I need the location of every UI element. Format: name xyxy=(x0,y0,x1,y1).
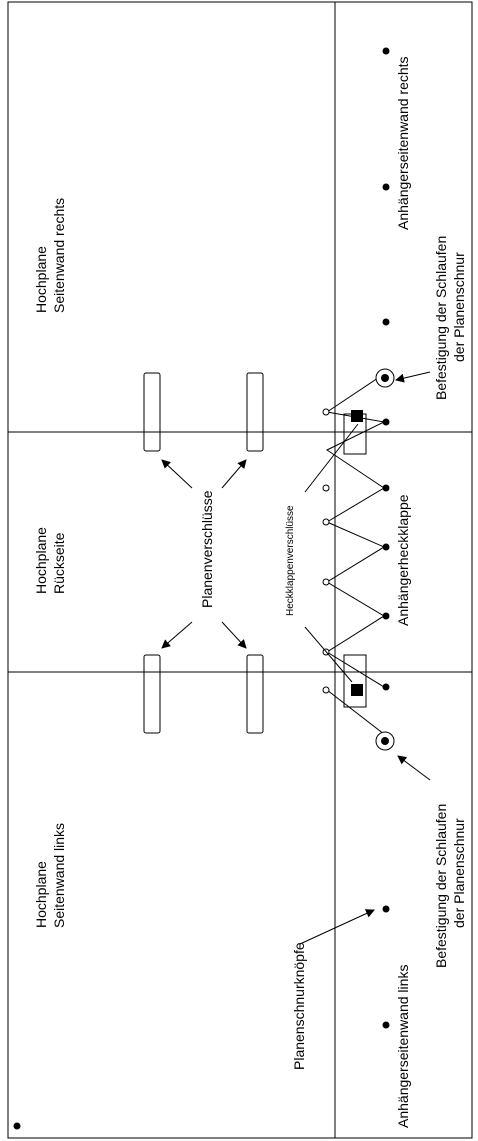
loop-fix-right-line-1: Befestigung der Schlaufen xyxy=(433,236,449,400)
tarp-buckle-left-top xyxy=(143,654,161,734)
loop-fix-right-line-2: der Planenschnur xyxy=(451,252,467,362)
cord-buttons-arrow xyxy=(299,909,375,945)
tailgate-label: Anhängerheckklappe xyxy=(395,494,411,626)
tailgate-locks-leader-1 xyxy=(304,626,353,683)
tarp-buckle-right-top xyxy=(143,372,161,452)
tailgate-lock-right xyxy=(351,410,363,422)
tailgate-cord-buttons xyxy=(382,418,390,691)
tarp-locks-arrow-1 xyxy=(161,621,193,649)
side-cord-buttons xyxy=(13,47,390,1130)
rear-panel-title-1: Hochplane xyxy=(33,527,49,594)
loop-fix-left-arrow xyxy=(397,755,431,781)
cord-loop-right xyxy=(326,373,385,413)
tarp-locks-arrow-4 xyxy=(221,459,247,489)
tarp-buckle-left-bottom xyxy=(246,654,264,734)
tailgate-lock-left xyxy=(351,684,363,696)
right-panel-title-1: Hochplane xyxy=(33,246,49,313)
tarp-locks-arrow-2 xyxy=(221,621,247,649)
left-wall-label: Anhängerseitenwand links xyxy=(395,965,411,1128)
loop-eye-right xyxy=(375,368,395,388)
left-panel-title-2: Seitenwand links xyxy=(51,823,67,928)
left-panel-title-1: Hochplane xyxy=(33,861,49,928)
loop-fix-left-line-2: der Planenschnur xyxy=(451,818,467,928)
loop-eye-left xyxy=(375,731,395,751)
tailgate-locks-label: Heckklappenverschlüsse xyxy=(285,505,296,616)
cord-loop-left xyxy=(326,689,385,735)
tailgate-latch-left xyxy=(343,654,367,708)
loop-fix-left-line-1: Befestigung der Schlaufen xyxy=(433,804,449,968)
tarp-locks-arrow-3 xyxy=(161,459,193,489)
tarp-locks-label: Planenverschlüsse xyxy=(199,490,215,608)
cord-buttons-label: Planenschnurknöpfe xyxy=(291,942,307,1070)
rear-panel-title-2: Rückseite xyxy=(51,532,67,594)
right-wall-label: Anhängerseitenwand rechts xyxy=(395,56,411,230)
tailgate-locks-leader-2 xyxy=(304,423,359,493)
cord-eyelets xyxy=(322,408,330,694)
loop-fix-right-arrow xyxy=(395,371,431,383)
diagram-frame xyxy=(7,1,473,1139)
right-panel-title-2: Seitenwand rechts xyxy=(51,198,67,313)
tarp-cord xyxy=(325,411,386,688)
tarp-buckle-right-bottom xyxy=(246,372,264,452)
